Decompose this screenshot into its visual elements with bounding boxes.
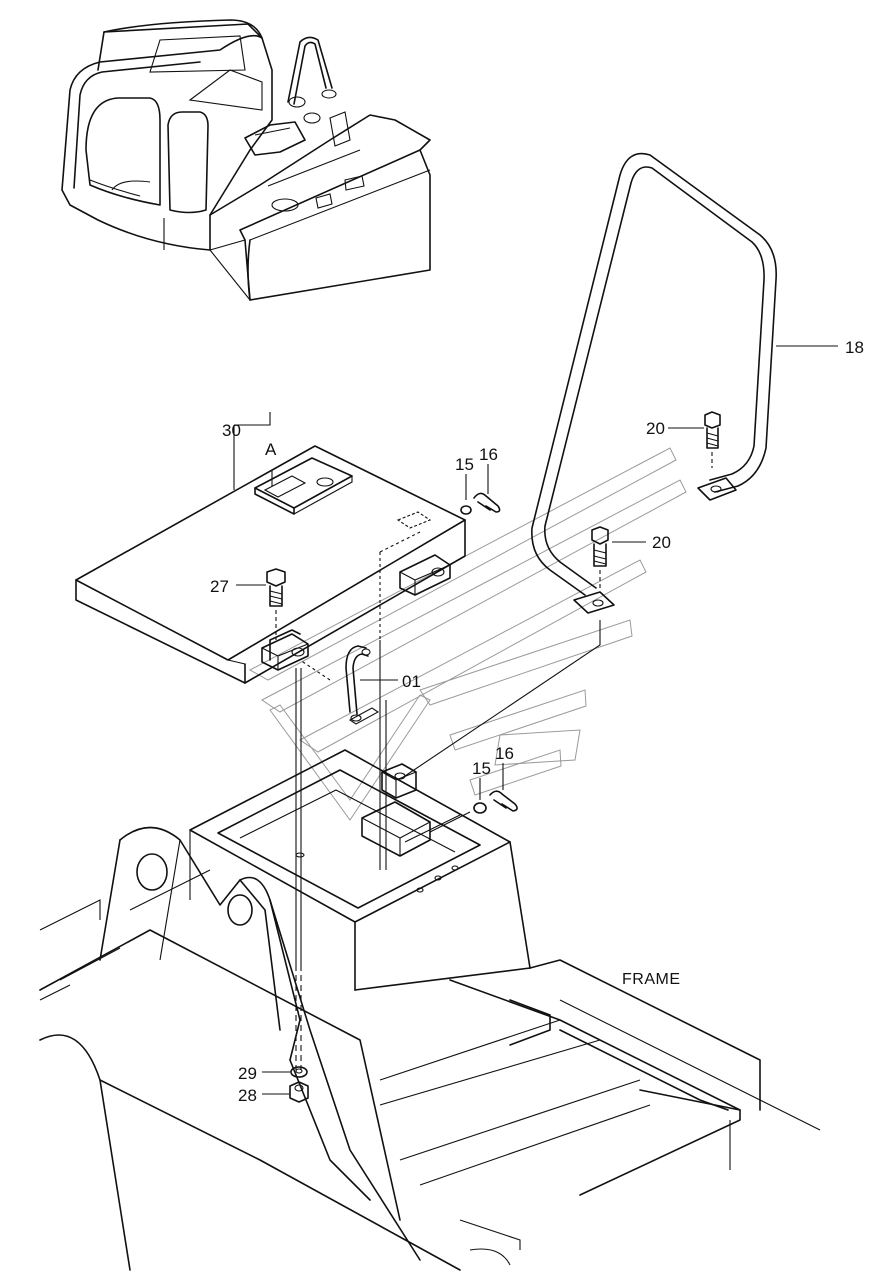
callout-01: 01 [402,672,421,691]
hinge-right [379,511,451,640]
cover-part-30 [75,445,466,684]
callout-15-upper: 15 [455,455,474,474]
frame-structure [39,749,821,1271]
rod-part-01 [345,645,380,725]
bolt-part-27 [266,568,286,640]
watermark-logo [248,447,687,821]
assembly-guide-lines [295,620,601,1070]
bolt-part-20-lower [591,526,609,588]
callout-28: 28 [238,1086,257,1105]
hinge-left [261,629,309,671]
bolt-part-20-upper [704,411,721,468]
frame-label: FRAME [622,971,681,988]
callout-16-upper: 16 [479,445,498,464]
callout-20-upper: 20 [646,419,665,438]
callout-A: A [265,440,277,459]
callout-15-lower: 15 [472,759,491,778]
callout-16-lower: 16 [495,744,514,763]
handrail-part-18 [531,152,777,614]
washer-part-29 [290,1066,308,1078]
callout-29: 29 [238,1064,257,1083]
pin-parts-15-16-upper [460,492,501,515]
callout-20-lower: 20 [652,533,671,552]
callout-30: 30 [222,421,241,440]
leader-lines [233,345,838,1095]
excavator-overview [61,19,431,301]
callout-27: 27 [210,577,229,596]
callout-18: 18 [845,338,864,357]
